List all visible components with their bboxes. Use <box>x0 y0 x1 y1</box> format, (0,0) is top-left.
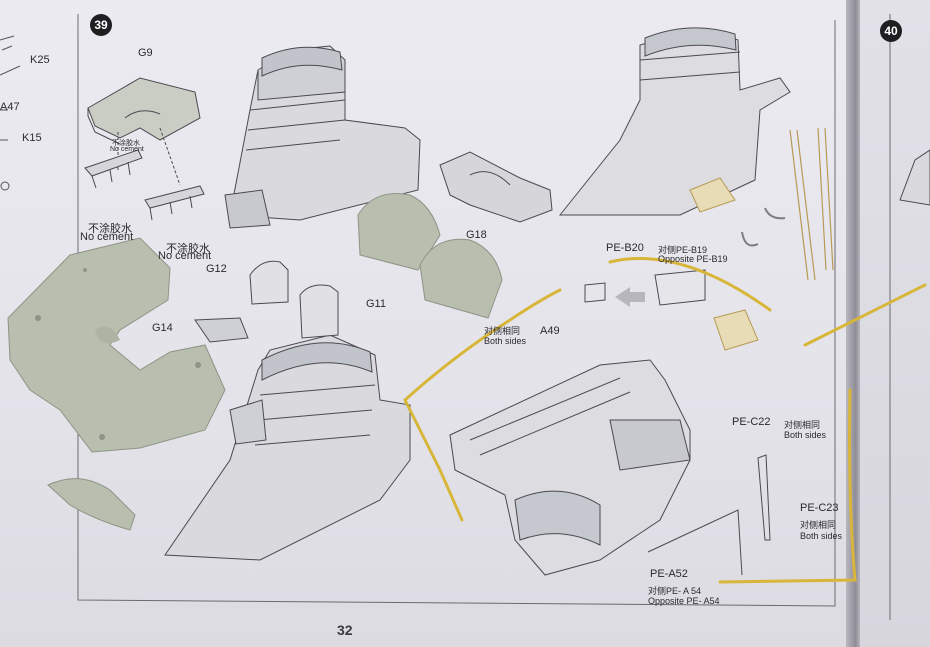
label-pe-c22-zh: 对侧相同 <box>784 420 821 430</box>
part-g18-drawing <box>439 151 553 223</box>
label-pe-b20-zh: 对侧PE-B19 <box>658 245 708 255</box>
label-g18: G18 <box>466 229 487 241</box>
part-g11-drawing <box>299 284 339 339</box>
label-both-sides-en-1: Both sides <box>484 336 527 346</box>
step-39-badge: 39 <box>90 14 112 36</box>
label-pe-c22: PE-C22 <box>732 416 771 428</box>
label-no-cement-zh-small: 不涂胶水 <box>112 140 140 147</box>
part-ladder-pe <box>789 127 834 281</box>
label-a49: A49 <box>540 325 560 337</box>
label-pe-c22-en: Both sides <box>784 430 827 440</box>
part-pe-b20-drawing <box>584 269 706 306</box>
arrow-indicator <box>615 287 645 307</box>
bridge-tower-upper-right-drawing <box>558 27 791 216</box>
label-pe-a52-zh: 对侧PE- A 54 <box>648 586 702 596</box>
label-g14: G14 <box>152 322 173 334</box>
part-g9-drawing <box>87 77 201 186</box>
label-pe-b20: PE-B20 <box>606 242 644 254</box>
label-pe-a52-en: Opposite PE- A54 <box>648 596 720 606</box>
bridge-tower-lower-drawing <box>164 334 411 561</box>
plastic-part-arc <box>47 478 136 531</box>
plastic-part-cap-2 <box>419 238 503 319</box>
part-truss-1 <box>84 149 143 189</box>
label-no-cement-zh-1: 不涂胶水 <box>88 223 132 235</box>
label-no-cement-en-2: No cement <box>158 250 212 262</box>
plastic-part-g9-large <box>7 237 226 453</box>
label-g11: G11 <box>366 298 386 310</box>
brass-pe-hooks <box>741 207 786 247</box>
plastic-part-cap-1 <box>357 193 441 271</box>
step-40-badge: 40 <box>880 20 902 42</box>
label-k25: K25 <box>30 54 50 66</box>
label-no-cement-zh-2: 不涂胶水 <box>166 243 210 255</box>
part-pe-c22-drawing <box>757 454 771 541</box>
part-g12-drawing <box>249 260 289 305</box>
label-pe-b20-en: Opposite PE-B19 <box>658 254 728 264</box>
part-g14-drawing <box>194 317 249 343</box>
label-a47: A47 <box>0 101 20 113</box>
label-k15: K15 <box>22 132 42 144</box>
part-truss-2 <box>144 185 205 221</box>
label-both-sides-zh-1: 对侧相同 <box>484 326 521 336</box>
part-pe-a52-drawing <box>647 509 743 576</box>
brass-pe-small-frames <box>689 177 759 351</box>
label-g9: G9 <box>138 47 153 59</box>
label-pe-c23-zh: 对侧相同 <box>800 520 837 530</box>
step-40-partial-drawing <box>899 149 930 206</box>
part-k25-sprue <box>0 35 21 191</box>
hull-section-drawing <box>449 359 691 576</box>
brass-pe-strips <box>403 256 927 584</box>
label-no-cement-en-small: No cement <box>110 146 144 153</box>
label-pe-c23-en: Both sides <box>800 531 843 541</box>
label-g12: G12 <box>206 263 227 275</box>
bridge-tower-upper-drawing <box>224 45 421 229</box>
page-number: 32 <box>337 622 353 638</box>
label-pe-c23: PE-C23 <box>800 502 839 514</box>
label-no-cement-en-1: No cement <box>80 231 134 243</box>
instruction-page-right <box>860 0 930 647</box>
label-pe-a52: PE-A52 <box>650 568 688 580</box>
